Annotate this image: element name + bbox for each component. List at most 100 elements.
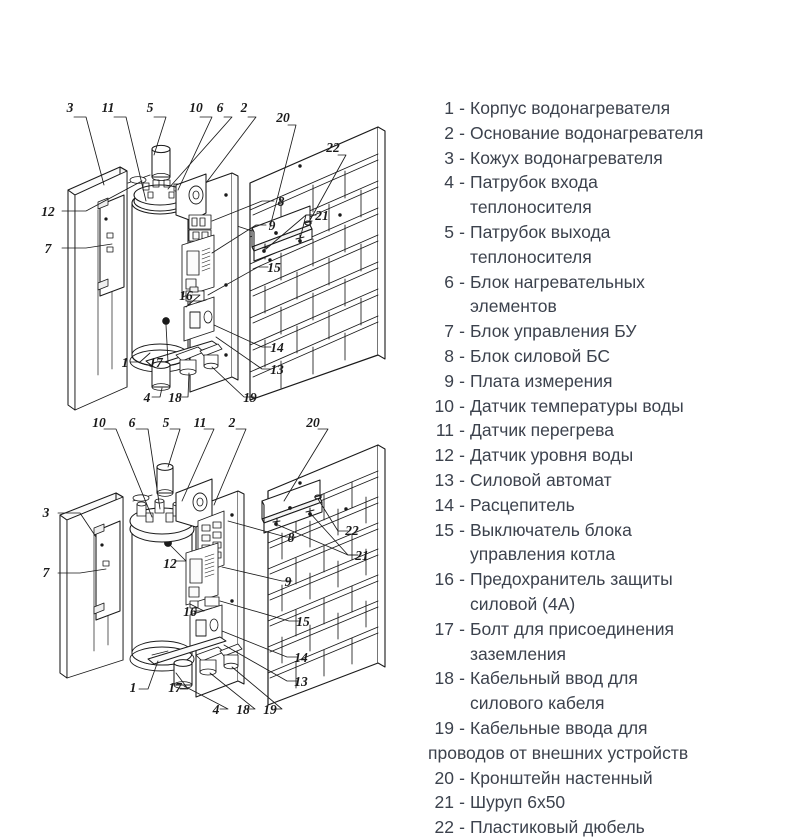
svg-text:15: 15 <box>296 614 310 629</box>
svg-text:18: 18 <box>236 702 250 717</box>
legend-item: 11-Датчик перегрева <box>428 418 796 443</box>
legend-item-number: 4 <box>444 172 454 193</box>
bottom-fittings <box>147 636 243 689</box>
legend-item-continuation: элементов <box>428 294 796 319</box>
legend-item-number: 16 <box>434 569 454 590</box>
legend-item-number: 10 <box>434 395 454 416</box>
legend-item: 12-Датчик уровня воды <box>428 443 796 468</box>
svg-text:3: 3 <box>42 505 50 520</box>
svg-text:20: 20 <box>275 110 290 125</box>
legend-item-continuation: теплоносителя <box>428 245 796 270</box>
leader-lines <box>61 116 347 398</box>
svg-text:14: 14 <box>294 650 308 665</box>
callout-labels-bottom: 10 6 5 11 2 20 3 7 12 22 8 21 9 15 16 14 <box>42 415 369 717</box>
legend-item-number: 14 <box>434 494 454 515</box>
svg-text:22: 22 <box>344 523 359 538</box>
legend-item-continuation: теплоносителя <box>428 195 796 220</box>
legend-item-label: Предохранитель защиты <box>470 569 673 590</box>
legend-item-label-continued: заземления <box>470 643 567 664</box>
legend-item-dash: - <box>459 494 465 515</box>
legend-item: 3-Кожух водонагревателя <box>428 146 796 171</box>
legend-item-label-continued: теплоносителя <box>470 246 592 267</box>
legend-item-label: Патрубок входа <box>470 172 598 193</box>
legend-item-label-continued: проводов от внешних устройств <box>428 742 689 763</box>
legend-item-number: 13 <box>434 469 454 490</box>
svg-text:3: 3 <box>66 100 74 115</box>
top-diagram: 3 11 5 10 6 2 20 22 12 7 8 21 9 15 16 14 <box>0 55 420 415</box>
svg-text:20: 20 <box>305 415 320 430</box>
legend-item-label: Силовой автомат <box>470 469 612 490</box>
svg-text:5: 5 <box>147 100 154 115</box>
legend-item-label: Патрубок выхода <box>470 221 611 242</box>
legend-item-dash: - <box>459 172 465 193</box>
legend-item-label: Датчик температуры воды <box>470 395 684 416</box>
screws-and-dowels <box>272 494 323 527</box>
legend-item-label-continued: управления котла <box>470 544 616 565</box>
legend-item: 7-Блок управления БУ <box>428 319 796 344</box>
legend-item-dash: - <box>459 370 465 391</box>
legend-item-number: 8 <box>444 345 454 366</box>
legend-item-label: Датчик перегрева <box>470 420 614 441</box>
bottom-fittings <box>145 317 223 391</box>
svg-text:17: 17 <box>149 355 164 370</box>
legend-item-number: 2 <box>444 122 454 143</box>
svg-text:14: 14 <box>270 340 284 355</box>
legend-item-label: Шуруп 6х50 <box>470 792 566 813</box>
svg-text:1: 1 <box>122 355 129 370</box>
legend-item-number: 12 <box>434 445 454 466</box>
svg-text:12: 12 <box>41 204 55 219</box>
legend-item-label-continued: элементов <box>470 296 557 317</box>
legend-item: 13-Силовой автомат <box>428 468 796 493</box>
svg-text:6: 6 <box>129 415 136 430</box>
legend-item-continuation: проводов от внешних устройств <box>428 741 796 766</box>
legend-item-label: Датчик уровня воды <box>470 445 634 466</box>
legend-item-number: 1 <box>444 98 454 118</box>
legend-item-number: 5 <box>444 221 454 242</box>
legend-item-label: Блок управления БУ <box>470 321 637 342</box>
legend-item-number: 20 <box>434 767 454 788</box>
legend-item-number: 9 <box>444 370 454 391</box>
svg-text:4: 4 <box>212 702 220 717</box>
svg-text:4: 4 <box>143 390 151 405</box>
legend-item-continuation: силового кабеля <box>428 691 796 716</box>
legend-item-label-continued: силового кабеля <box>470 693 605 714</box>
legend-item-label: Расцепитель <box>470 494 575 515</box>
legend-item: 15-Выключатель блока <box>428 518 796 543</box>
legend-item: 1-Корпус водонагревателя <box>428 96 796 121</box>
legend-item: 16-Предохранитель защиты <box>428 567 796 592</box>
svg-text:13: 13 <box>270 362 284 377</box>
legend-item: 20-Кронштейн настенный <box>428 766 796 791</box>
svg-text:5: 5 <box>163 415 170 430</box>
legend-item: 14-Расцепитель <box>428 493 796 518</box>
wall-bracket <box>251 205 313 262</box>
legend-item-dash: - <box>459 817 465 838</box>
legend-item-continuation: силовой (4А) <box>428 592 796 617</box>
legend-item-number: 21 <box>434 792 454 813</box>
svg-text:15: 15 <box>267 260 281 275</box>
svg-text:11: 11 <box>194 415 207 430</box>
legend-item: 10-Датчик температуры воды <box>428 394 796 419</box>
legend-item-number: 17 <box>434 618 454 639</box>
legend-item: 19-Кабельные ввода для <box>428 716 796 741</box>
svg-text:9: 9 <box>269 218 276 233</box>
legend-item-dash: - <box>459 98 465 118</box>
legend-item-label: Пластиковый дюбель <box>470 817 645 838</box>
svg-text:10: 10 <box>189 100 203 115</box>
legend-item-label: Кожух водонагревателя <box>470 147 663 168</box>
svg-text:16: 16 <box>179 288 193 303</box>
legend-item-dash: - <box>459 469 465 490</box>
legend-item-number: 15 <box>434 519 454 540</box>
callout-labels-top: 3 11 5 10 6 2 20 22 12 7 8 21 9 15 16 14 <box>41 100 340 405</box>
svg-text:17: 17 <box>168 680 183 695</box>
electronics-stack <box>175 173 215 342</box>
legend-item-number: 7 <box>444 321 454 342</box>
legend-item: 21-Шуруп 6х50 <box>428 790 796 815</box>
bottom-diagram: 10 6 5 11 2 20 3 7 12 22 8 21 9 15 16 14 <box>0 405 420 735</box>
legend-item-dash: - <box>459 445 465 466</box>
svg-text:16: 16 <box>183 604 197 619</box>
legend-item-dash: - <box>459 395 465 416</box>
legend-item-dash: - <box>459 221 465 242</box>
legend-item-label-continued: теплоносителя <box>470 197 592 218</box>
legend-item-number: 22 <box>434 817 454 838</box>
